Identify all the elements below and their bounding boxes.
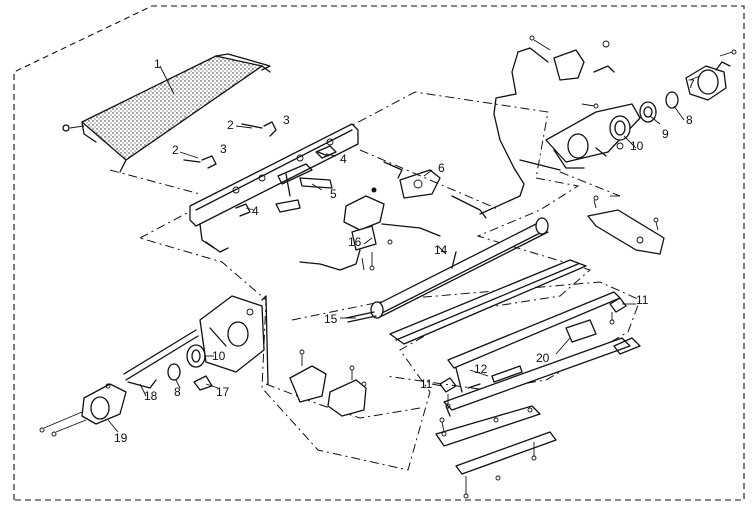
part-2-clip-upper bbox=[241, 121, 277, 137]
callout-18: 18 bbox=[144, 389, 158, 403]
callout-19: 19 bbox=[114, 431, 128, 445]
part-14-roller bbox=[370, 217, 549, 319]
callout-7: 7 bbox=[688, 77, 695, 91]
callout-10-upper: 10 bbox=[630, 139, 644, 153]
part-11-clip-right bbox=[609, 297, 627, 325]
callout-1: 1 bbox=[154, 57, 161, 71]
part-right-lower-bracket bbox=[587, 195, 665, 255]
part-18-shaft-assembly bbox=[123, 329, 199, 389]
part-15-shaft bbox=[345, 311, 377, 323]
part-8-ring-left bbox=[167, 363, 181, 381]
part-10-ring-left bbox=[186, 344, 206, 368]
callout-9: 9 bbox=[662, 127, 669, 141]
part-19-motor bbox=[39, 383, 127, 437]
part-lower-center-bracket bbox=[289, 349, 367, 417]
diagram-border bbox=[13, 5, 745, 501]
part-roller-lower bbox=[389, 259, 587, 345]
callout-4-left: 4 bbox=[252, 204, 259, 218]
callout-2-upper: 2 bbox=[227, 118, 234, 132]
callout-20: 20 bbox=[536, 351, 550, 365]
part-motor-top-right bbox=[685, 49, 737, 101]
callout-4-right: 4 bbox=[340, 152, 347, 166]
callout-leaders bbox=[107, 65, 701, 433]
callout-17: 17 bbox=[216, 385, 230, 399]
callout-14: 14 bbox=[434, 243, 448, 257]
part-10-ring bbox=[609, 115, 631, 141]
callout-2-lower: 2 bbox=[172, 143, 179, 157]
callout-3-lower: 3 bbox=[220, 142, 227, 156]
part-16-sensor bbox=[299, 187, 441, 271]
part-left-side-plate bbox=[199, 295, 269, 385]
part-20-guide-rail bbox=[443, 291, 641, 417]
part-2-clip-lower bbox=[183, 155, 217, 169]
callout-8-upper: 8 bbox=[686, 113, 693, 127]
callout-11-right: 11 bbox=[636, 293, 649, 307]
part-5-bracket bbox=[275, 173, 333, 213]
part-top-right-bracket bbox=[529, 35, 615, 109]
part-4-clip bbox=[235, 151, 329, 217]
callout-3-upper: 3 bbox=[283, 113, 290, 127]
part-lower-plate-2 bbox=[455, 431, 557, 499]
callout-11-left: 11 bbox=[420, 377, 433, 391]
callout-12: 12 bbox=[474, 362, 488, 376]
callout-15: 15 bbox=[324, 312, 338, 326]
callout-5: 5 bbox=[330, 187, 337, 201]
callout-6: 6 bbox=[438, 161, 445, 175]
part-6-bracket bbox=[359, 149, 501, 219]
part-lower-plate-1 bbox=[435, 405, 541, 447]
assembly-frame bbox=[138, 91, 592, 471]
part-9-ring bbox=[639, 101, 657, 123]
callout-10-lower: 10 bbox=[212, 349, 226, 363]
part-1-cover bbox=[62, 53, 271, 195]
part-left-frame-rail bbox=[189, 123, 359, 253]
callout-labels: 1 2 3 2 3 4 4 5 6 7 8 9 10 11 12 14 15 1… bbox=[114, 57, 695, 445]
part-8-ring bbox=[665, 91, 679, 109]
callout-8-lower: 8 bbox=[174, 385, 181, 399]
part-12-spring bbox=[467, 365, 523, 389]
wire-harness bbox=[479, 47, 549, 215]
part-11-clip-left bbox=[439, 377, 457, 409]
part-17-clip bbox=[193, 375, 213, 391]
callout-16: 16 bbox=[348, 235, 362, 249]
